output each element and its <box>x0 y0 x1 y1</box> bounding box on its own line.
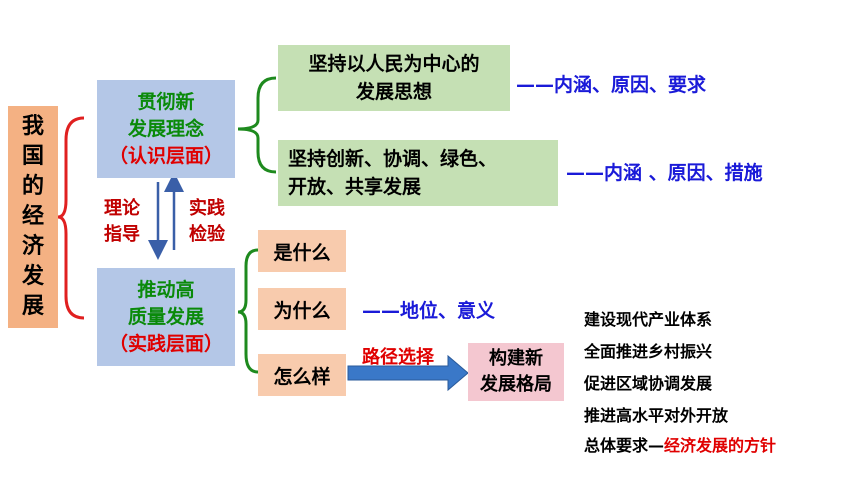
theory-label: 理论指导 <box>104 198 140 245</box>
people-centered-box: 坚持以人民为中心的 发展思想 <box>278 45 510 111</box>
build-line1: 构建新 <box>489 348 543 369</box>
overall-requirement: 总体要求—经济发展的方针 <box>584 432 776 456</box>
measure-item: 建设现代产业体系 <box>584 310 713 329</box>
measure-item: 全面推进乡村振兴 <box>584 342 713 361</box>
five-concepts-box: 坚持创新、协调、绿色、 开放、共享发展 <box>278 140 558 206</box>
quality-line1: 推动高 <box>137 278 195 301</box>
five-line2: 开放、共享发展 <box>288 176 422 198</box>
practice-label: 实践检验 <box>189 198 225 245</box>
quality-box: 推动高 质量发展 （实践层面） <box>97 268 235 366</box>
root-char: 我 <box>21 114 44 139</box>
build-line2: 发展格局 <box>480 374 552 395</box>
why-box: 为什么 <box>258 288 346 330</box>
path-arrow <box>347 354 469 392</box>
root-bracket <box>57 116 85 320</box>
five-line1: 坚持创新、协调、绿色、 <box>288 148 498 170</box>
measure-item: 推进高水平对外开放 <box>584 406 729 425</box>
quality-bracket <box>237 248 259 374</box>
root-char: 发 <box>21 264 44 289</box>
root-topic-box: 我 国 的 经 济 发 展 <box>8 106 58 328</box>
root-char: 济 <box>21 234 44 259</box>
why-note: ——地位、意义 <box>362 300 496 322</box>
root-char: 的 <box>21 174 44 199</box>
five-note: ——内涵 、原因、措施 <box>566 162 763 184</box>
quality-line2: 质量发展 <box>127 305 204 328</box>
overall-prefix: 总体要求— <box>584 436 665 455</box>
people-note: ——内涵、原因、要求 <box>516 74 707 96</box>
root-char: 展 <box>21 294 44 319</box>
concept-bracket <box>237 76 277 174</box>
concept-box: 贯彻新 发展理念 （认识层面） <box>97 80 235 178</box>
concept-line2: 发展理念 <box>127 117 204 140</box>
concept-line1: 贯彻新 <box>137 90 195 113</box>
how-box: 怎么样 <box>258 354 346 396</box>
what-box: 是什么 <box>258 230 346 272</box>
root-char: 国 <box>21 144 44 169</box>
overall-highlight: 经济发展的方针 <box>664 436 777 455</box>
root-char: 经 <box>21 204 44 229</box>
measure-item: 促进区域协调发展 <box>584 374 713 393</box>
quality-level: （实践层面） <box>108 332 223 355</box>
build-pattern-box: 构建新 发展格局 <box>468 343 564 401</box>
concept-level: （认识层面） <box>108 144 223 167</box>
people-line1: 坚持以人民为中心的 <box>308 53 480 75</box>
path-label: 路径选择 <box>362 347 434 368</box>
people-line2: 发展思想 <box>355 81 432 103</box>
